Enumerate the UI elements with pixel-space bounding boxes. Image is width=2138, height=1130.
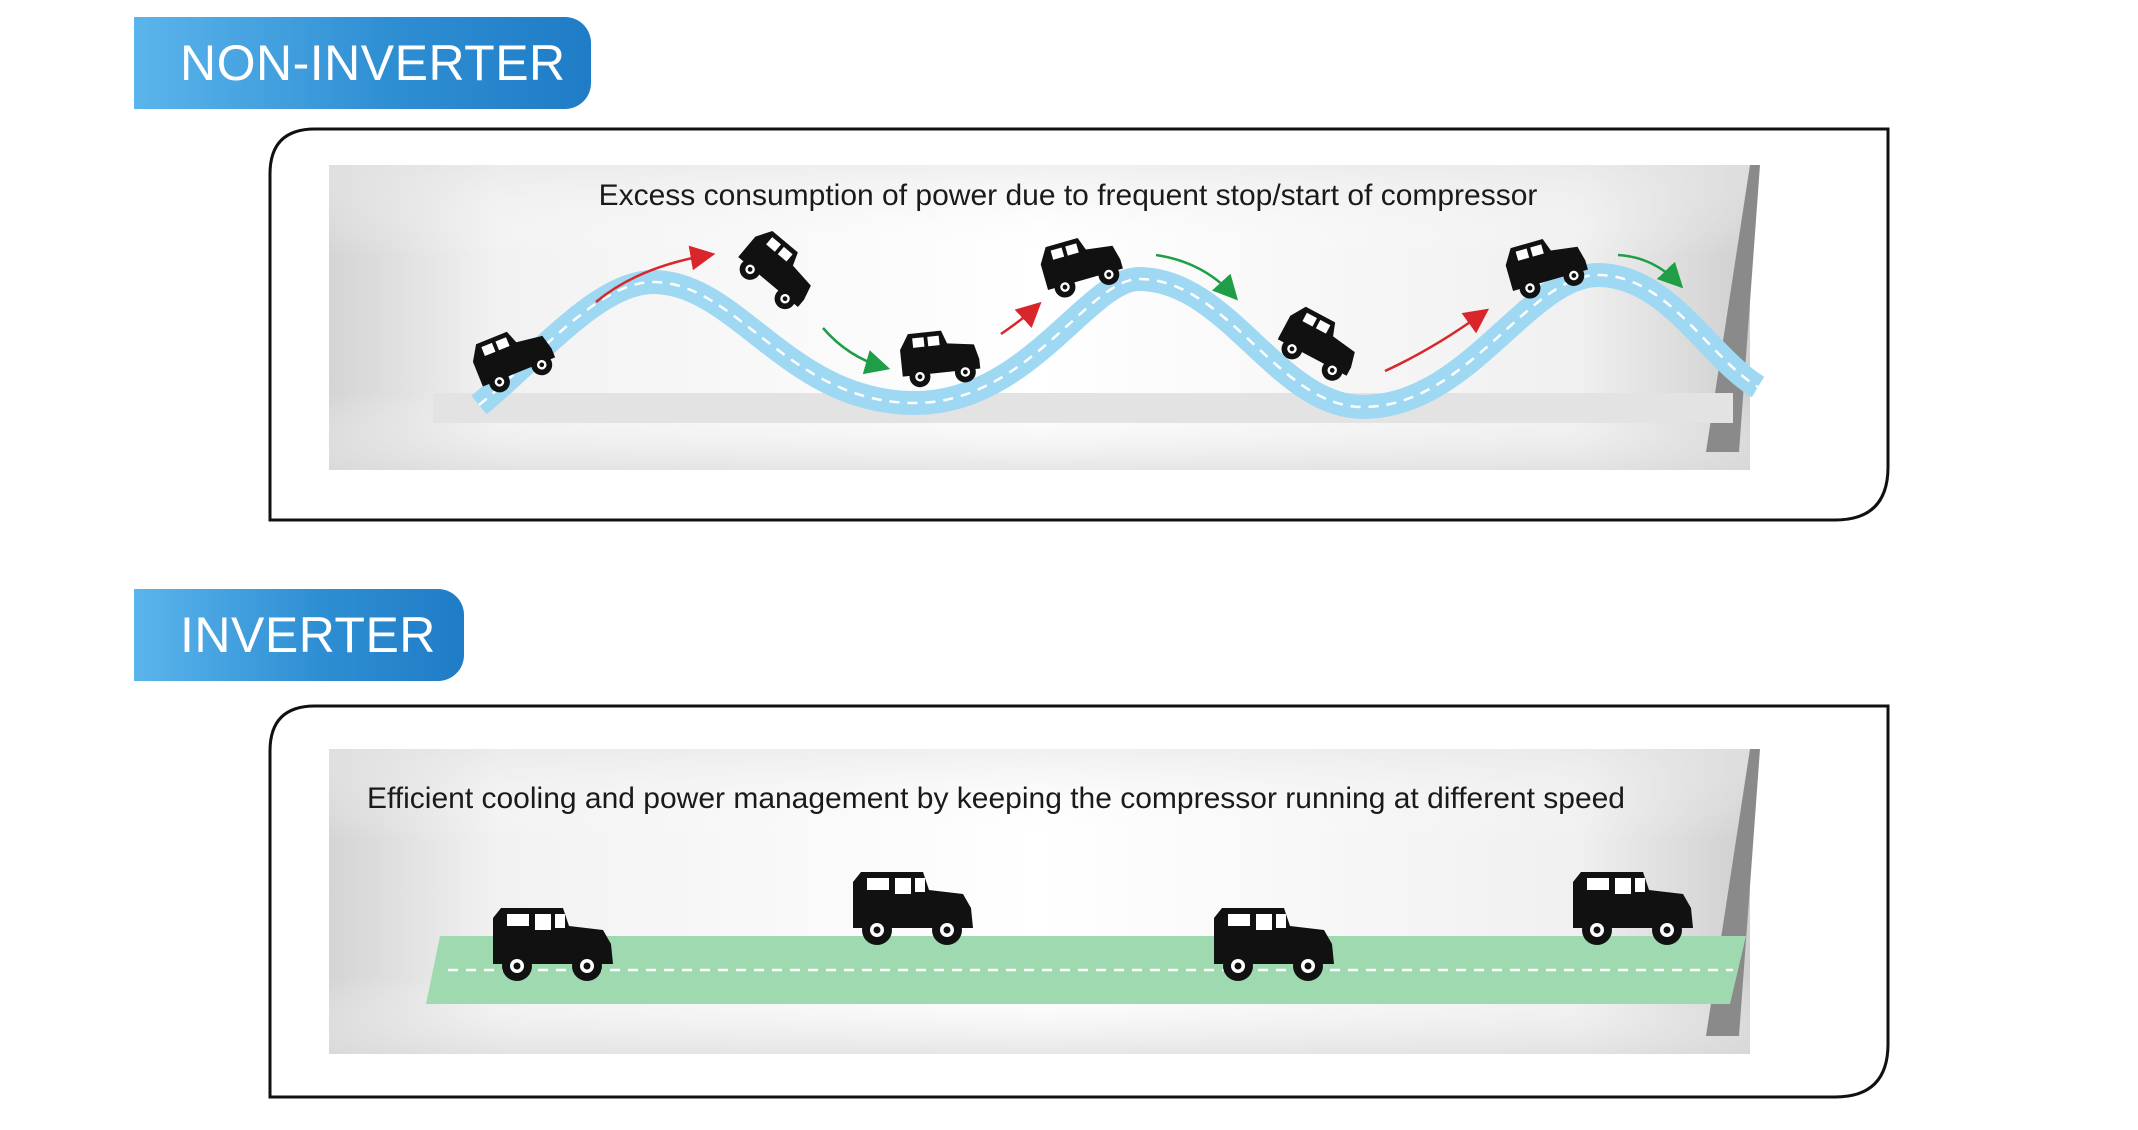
non-inverter-label: NON-INVERTER [180, 35, 566, 91]
stage-floor-strip [433, 393, 1733, 423]
car-icon [900, 330, 981, 388]
arrow-down-2 [1155, 253, 1239, 301]
car-icon [1277, 306, 1355, 381]
car-icon [853, 872, 973, 945]
car-icon [1573, 872, 1693, 945]
inverter-label: INVERTER [180, 607, 436, 663]
inverter-caption: Efficient cooling and power management b… [366, 782, 1625, 815]
arrow-up-3 [1384, 308, 1490, 373]
frame-outline [268, 127, 1890, 522]
car-icon [472, 331, 556, 393]
frame-outline [268, 704, 1890, 1099]
car-icon [493, 908, 613, 981]
arrow-up-1 [595, 245, 716, 303]
inverter-tab: INVERTER [134, 589, 464, 681]
arrow-down-1 [822, 327, 891, 375]
non-inverter-tab: NON-INVERTER [134, 17, 591, 109]
car-icon [1214, 908, 1334, 981]
non-inverter-diagram [268, 127, 1890, 522]
car-icon [738, 231, 811, 310]
inverter-diagram [268, 704, 1890, 1099]
non-inverter-caption: Excess consumption of power due to frequ… [598, 179, 1538, 212]
car-icon [1040, 237, 1123, 298]
non-inverter-panel: Excess consumption of power due to frequ… [268, 127, 1890, 523]
car-icon [1505, 238, 1588, 299]
stage-side-wedge [1706, 165, 1760, 452]
arrow-down-3 [1617, 253, 1684, 289]
inverter-panel: Efficient cooling and power management b… [268, 704, 1890, 1100]
arrow-up-2 [1000, 301, 1042, 336]
